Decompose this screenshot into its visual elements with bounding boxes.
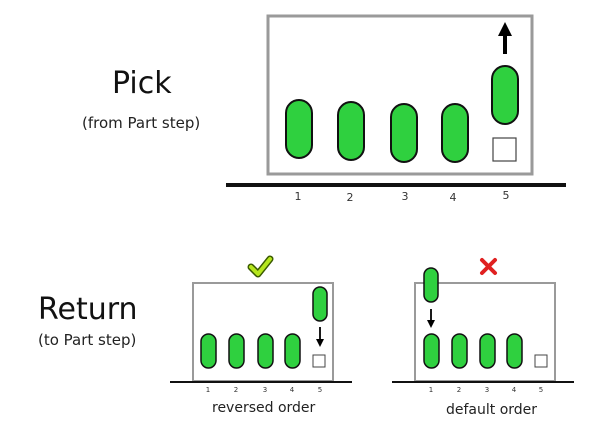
check-icon	[247, 255, 274, 278]
bin-3	[390, 103, 418, 163]
default-slot-label: 1	[429, 386, 433, 394]
reversed-slot-label: 3	[263, 386, 267, 394]
cross-icon	[480, 258, 497, 275]
down-arrow-icon	[427, 309, 435, 328]
up-arrow-icon	[498, 22, 512, 54]
pick-slot-label: 1	[295, 190, 302, 203]
pick-shelf: 1 2 3 4 5	[226, 14, 566, 204]
return-title: Return	[38, 292, 138, 327]
default-slot-label: 2	[457, 386, 461, 394]
pick-slot-label: 2	[347, 191, 354, 204]
down-arrow-icon	[316, 327, 324, 347]
return-subtitle: (to Part step)	[38, 331, 137, 349]
bin-5-returning	[312, 286, 328, 322]
reversed-slot-label: 4	[290, 386, 295, 394]
bin-4	[284, 333, 301, 369]
reversed-order-caption: reversed order	[212, 400, 316, 416]
default-slot-label: 5	[539, 386, 543, 394]
bin-1	[285, 99, 313, 159]
bin-3	[479, 333, 496, 369]
reversed-slot-label: 5	[318, 386, 322, 394]
pick-subtitle: (from Part step)	[82, 114, 201, 132]
default-slot-label: 3	[485, 386, 489, 394]
bin-2	[337, 101, 365, 161]
default-slot-label: 4	[512, 386, 517, 394]
pick-slot-label: 5	[503, 189, 510, 202]
empty-slot-5	[534, 354, 548, 368]
reversed-slot-label: 2	[234, 386, 238, 394]
bin-1	[423, 333, 440, 369]
empty-slot-5	[492, 137, 517, 162]
bin-5-lifted	[491, 65, 519, 125]
bin-2	[451, 333, 468, 369]
pick-slot-label: 3	[402, 190, 409, 203]
return-reversed-shelf: 1 2 3 4 5	[170, 255, 352, 394]
empty-slot-5	[312, 354, 326, 368]
bin-4	[441, 103, 469, 163]
reversed-slot-label: 1	[206, 386, 210, 394]
bin-1-returning	[423, 267, 439, 303]
return-default-shelf: 1 2 3 4 5	[392, 258, 574, 394]
bin-2	[228, 333, 245, 369]
bin-1	[200, 333, 217, 369]
bin-3	[257, 333, 274, 369]
default-order-caption: default order	[446, 402, 538, 418]
pick-slot-label: 4	[450, 191, 457, 204]
pick-title: Pick	[112, 66, 172, 101]
bin-4	[506, 333, 523, 369]
